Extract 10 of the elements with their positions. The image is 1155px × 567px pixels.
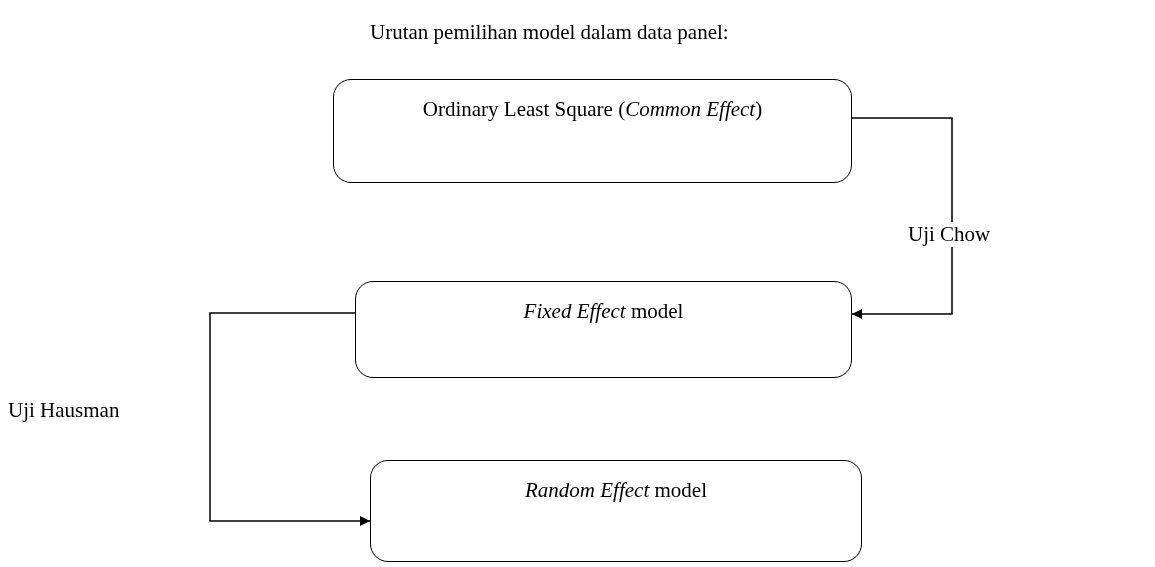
process-box (333, 79, 852, 183)
box-label: Fixed Effect model (523, 298, 684, 325)
process-box (370, 460, 862, 562)
box-label: Ordinary Least Square (Common Effect) (422, 96, 763, 123)
diagram-title: Urutan pemilihan model dalam data panel: (370, 20, 729, 45)
box-label: Random Effect model (525, 477, 707, 504)
arrow (851, 117, 953, 319)
process-box (355, 281, 852, 378)
arrow (209, 312, 371, 526)
edge-label: Uji Chow (908, 222, 991, 247)
